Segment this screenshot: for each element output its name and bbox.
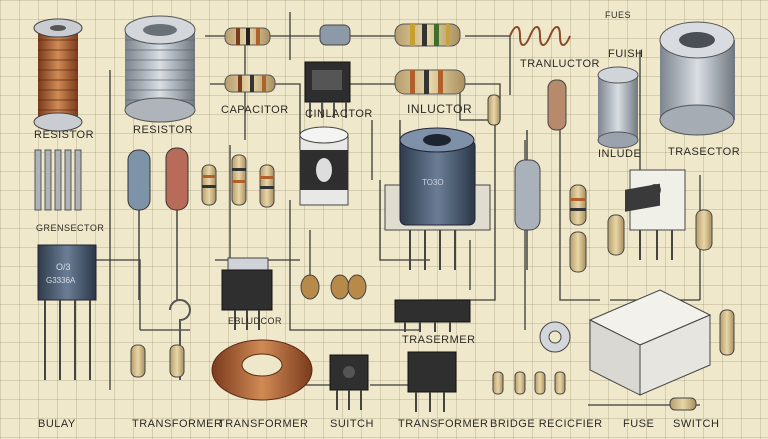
washer <box>539 321 571 353</box>
label-transermer: TRASERMER <box>402 334 476 346</box>
vertical-resistor-red <box>165 147 189 300</box>
spring-inductor <box>509 26 571 46</box>
black-relay <box>304 61 351 118</box>
label-capacitor: CAPACITOR <box>221 104 289 116</box>
vertical-resistor-far-right <box>607 209 735 356</box>
heatsink <box>34 149 82 211</box>
small-capacitor-top <box>319 24 351 46</box>
dip-chip <box>394 299 471 332</box>
steel-coil <box>124 15 196 123</box>
resistor-top-3 <box>224 74 276 93</box>
blue-roll <box>597 66 639 149</box>
label-fues: FUES <box>605 10 632 20</box>
label-trasector: TRASECTOR <box>668 146 741 158</box>
voltage-regulator <box>384 127 491 270</box>
transistor-block <box>629 169 686 260</box>
relay-chip-marking-2: G3336A <box>46 276 76 285</box>
bridge-rectifier <box>492 371 566 395</box>
vertical-resistor-right <box>569 184 587 273</box>
label-fuse: FUSE <box>623 418 655 430</box>
regulator-marking: TO3O <box>422 178 444 187</box>
label-switch: SWITCH <box>673 418 720 430</box>
label-tranluctor: TRANLUCTOR <box>520 58 600 70</box>
label-suitch: SUITCH <box>330 418 374 430</box>
label-cinlactor: CINLACTOR <box>305 108 373 120</box>
label-bulay: BULAY <box>38 418 76 430</box>
relay-chip <box>37 244 97 380</box>
vertical-resistors-row <box>201 154 275 208</box>
resistor-top-1 <box>224 27 271 46</box>
tall-diode <box>514 130 541 270</box>
disc-capacitors <box>300 274 367 300</box>
label-transformer-1: TRANSFORMER <box>132 418 223 430</box>
label-bridge-recifier: BRIDGE RECICFIER <box>490 418 603 430</box>
fuse-block <box>588 183 712 396</box>
label-inluctor: INLUCTOR <box>407 102 473 116</box>
label-resistor-1: RESISTOR <box>34 129 95 141</box>
resistor-top-4 <box>394 69 466 95</box>
small-resistors-bottom <box>130 344 697 411</box>
switch-chip <box>329 354 369 410</box>
large-steel-roll <box>659 21 735 136</box>
pin-clip <box>169 299 191 380</box>
label-fuish: FUISH <box>608 48 644 60</box>
label-transformer-3: TRANSFORMER <box>398 418 489 430</box>
to220-transistor <box>221 257 273 330</box>
transformer-chip <box>407 351 457 412</box>
label-inlude: INLUDE <box>598 148 642 160</box>
toroid-inductor <box>211 339 313 401</box>
label-grensector: GRENSECTOR <box>36 223 105 233</box>
coil-component <box>33 18 83 132</box>
resistor-top-2 <box>394 23 461 47</box>
diode-pair <box>487 79 567 131</box>
electrolytic-capacitor <box>299 126 349 206</box>
label-resistor-2: RESISTOR <box>133 124 194 136</box>
vertical-resistor-blue <box>127 149 151 300</box>
relay-chip-marking-1: O/3 <box>56 262 71 272</box>
label-transformer-2: TRANSFORMER <box>218 418 309 430</box>
label-ebludcor: EBLUDCOR <box>228 316 283 326</box>
